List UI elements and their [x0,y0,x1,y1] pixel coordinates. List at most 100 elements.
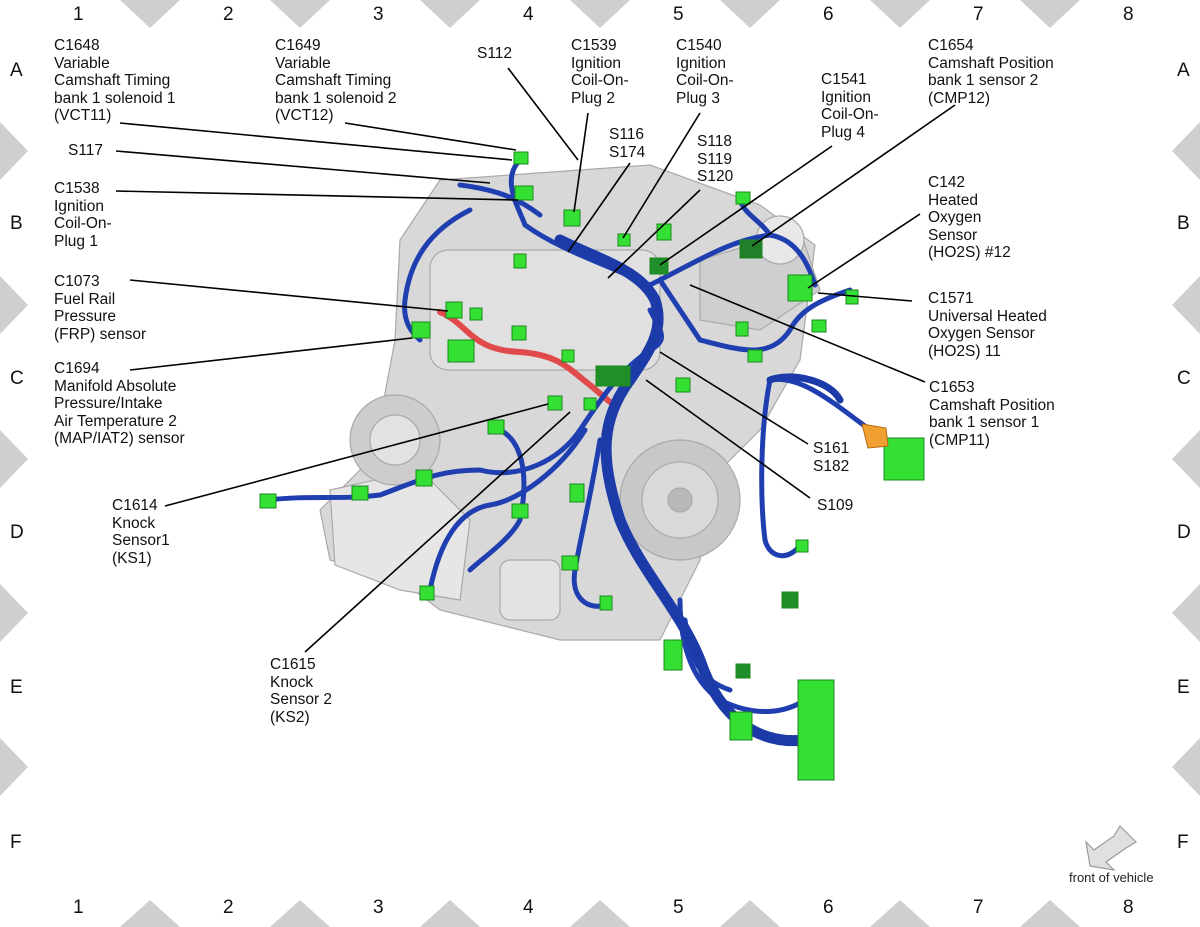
callout-line: Ignition [571,54,621,72]
grid-col-1-bottom: 1 [73,897,84,918]
grid-row-a-right: A [1177,60,1190,81]
callout-line: (FRP) sensor [54,325,147,343]
callout-c1538: C1538 Ignition Coil-On- Plug 1 [54,180,112,250]
callout-line: Sensor1 [112,532,170,550]
callout-line: (HO2S) #12 [928,244,1011,262]
callout-line: C142 [928,174,966,191]
callout-c1073: C1073 Fuel Rail Pressure (FRP) sensor [54,273,146,343]
grid-row-c-left: C [10,368,24,389]
callout-line: Camshaft Timing [54,72,171,90]
callout-line: S117 [68,142,104,159]
callout-line: S161 [813,440,850,457]
callout-line: C1614 [112,497,158,514]
callout-line: Camshaft Timing [275,72,392,90]
callout-line: Oxygen [928,209,982,227]
callout-line: S174 [609,143,646,161]
callout-line: Oxygen Sensor [928,325,1035,343]
callout-line: C1540 [676,37,722,54]
callout-line: Sensor [928,226,978,244]
callout-line: (VCT11) [54,107,112,125]
grid-col-4-bottom: 4 [523,897,534,918]
callout-line: Coil-On- [821,106,879,124]
callout-line: (VCT12) [275,107,334,125]
callout-line: bank 1 solenoid 2 [275,89,397,107]
callout-line: Coil-On- [571,72,629,90]
callout-c142: C142 Heated Oxygen Sensor (HO2S) #12 [928,174,1011,262]
callout-line: Knock [270,673,314,691]
callout-line: Knock [112,514,156,532]
callout-line: C1571 [928,290,974,307]
callout-line: (CMP11) [929,431,990,449]
callout-line: C1648 [54,37,100,54]
callout-line: Variable [275,54,331,72]
callout-line: C1654 [928,37,974,54]
fuel-line [437,309,613,405]
grid-col-8-bottom: 8 [1123,897,1134,918]
grid-col-4-top: 4 [523,4,534,25]
harness-trunk-2 [766,373,844,404]
callout-line: C1073 [54,273,100,290]
callout-line: Ignition [54,197,104,215]
callout-line: bank 1 sensor 2 [928,72,1039,90]
grid-col-6-bottom: 6 [823,897,834,918]
grid-row-a-left: A [10,60,23,81]
callout-line: Fuel Rail [54,290,116,308]
callout-c1539: C1539 Ignition Coil-On- Plug 2 [571,37,629,107]
callout-c1615: C1615 Knock Sensor 2 (KS2) [270,656,332,726]
callout-line: Pressure/Intake [54,395,163,413]
callout-s161: S161 S182 [813,440,849,475]
callout-c1614: C1614 Knock Sensor1 (KS1) [112,497,170,567]
grid-col-7-bottom: 7 [973,897,984,918]
callout-line: Pressure [54,308,117,326]
callout-line: (KS1) [112,549,152,567]
callout-c1540: C1540 Ignition Coil-On- Plug 3 [676,37,734,107]
callout-line: bank 1 sensor 1 [929,414,1040,432]
connectors [259,151,925,781]
grid-row-b-right: B [1177,213,1190,234]
grid-row-d-right: D [1177,522,1191,543]
grid-col-7-top: 7 [973,4,984,25]
grid-row-d-left: D [10,522,24,543]
callout-line: C1615 [270,656,316,673]
callout-line: C1539 [571,37,617,54]
grid-col-6-top: 6 [823,4,834,25]
callout-line: S118 [697,133,733,150]
grid-col-3-top: 3 [373,4,384,25]
callout-line: Plug 2 [571,89,615,107]
callout-s118: S118 S119 S120 [697,133,733,186]
callout-line: (KS2) [270,708,310,726]
front-arrow-icon [1085,825,1137,871]
grid-row-f-right: F [1177,832,1189,853]
callout-line: Air Temperature 2 [54,412,177,430]
grid-col-5-bottom: 5 [673,897,684,918]
grid-col-1-top: 1 [73,4,84,25]
grid-col-3-bottom: 3 [373,897,384,918]
callout-line: S182 [813,457,850,475]
callout-line: Camshaft Position [928,54,1054,72]
callout-line: Ignition [676,54,726,72]
grid-row-c-right: C [1177,368,1191,389]
callout-line: S109 [817,497,854,514]
callout-s116: S116 S174 [609,126,645,161]
callout-s112: S112 [477,45,512,63]
callout-line: C1538 [54,180,100,197]
callout-c1648: C1648 Variable Camshaft Timing bank 1 so… [54,37,176,125]
callout-line: Camshaft Position [929,396,1055,414]
callout-c1541: C1541 Ignition Coil-On- Plug 4 [821,71,879,141]
leader-lines [115,67,956,653]
grid-row-e-right: E [1177,677,1190,698]
callout-c1649: C1649 Variable Camshaft Timing bank 1 so… [275,37,397,125]
callout-line: Universal Heated [928,307,1047,325]
callout-line: Plug 4 [821,123,865,141]
callout-line: Plug 1 [54,232,98,250]
callout-line: C1649 [275,37,321,54]
callout-line: S112 [477,45,513,62]
grid-row-e-left: E [10,677,23,698]
callout-c1571: C1571 Universal Heated Oxygen Sensor (HO… [928,290,1047,360]
callout-c1694: C1694 Manifold Absolute Pressure/Intake … [54,360,185,448]
callout-line: S116 [609,126,645,143]
callout-line: C1653 [929,379,975,396]
callout-s117: S117 [68,142,103,160]
